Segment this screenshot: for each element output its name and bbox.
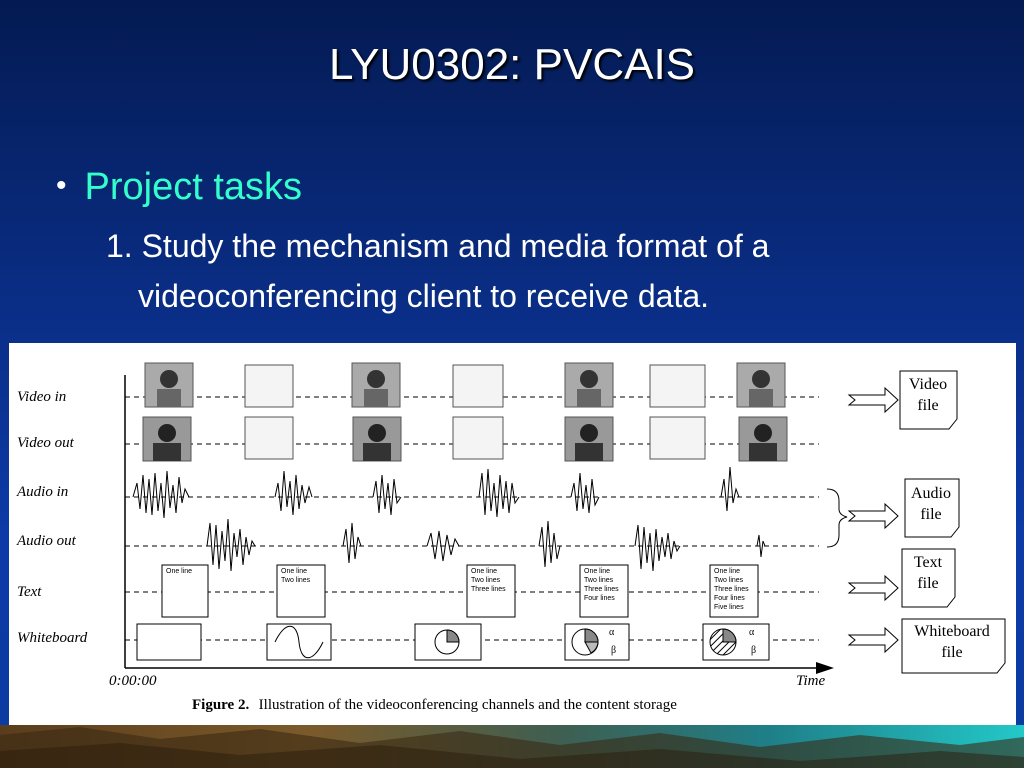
audio-brace <box>826 488 848 548</box>
figure-caption: Figure 2. Illustration of the videoconfe… <box>192 696 677 713</box>
alpha-label-1: α <box>609 627 615 638</box>
text-box-5-line-1: One line <box>714 568 740 575</box>
text-box-2-line-2: Two lines <box>281 577 311 584</box>
video-file-label-1: Video <box>909 376 947 393</box>
task-line-1: 1. Study the mechanism and media format … <box>106 228 770 264</box>
time-start-label: 0:00:00 <box>109 673 157 689</box>
time-end-label: Time <box>796 673 826 689</box>
text-file-icon <box>901 548 956 608</box>
text-box-1-line: One line <box>166 568 192 575</box>
row-label-video-in: Video in <box>17 389 66 405</box>
row-label-whiteboard: Whiteboard <box>17 630 88 646</box>
row-label-video-out: Video out <box>17 435 75 451</box>
row-label-audio-in: Audio in <box>16 484 68 500</box>
bullet-marker: • <box>56 169 67 202</box>
text-box-5-line-2: Two lines <box>714 577 744 584</box>
whiteboard-frames: α β α β <box>136 623 770 661</box>
whiteboard-arrow-icon <box>847 626 899 654</box>
video-file-icon <box>899 370 958 430</box>
task-line-2: videoconferencing client to receive data… <box>138 278 710 314</box>
whiteboard-file-label-1: Whiteboard <box>914 623 990 640</box>
beta-label-1: β <box>611 645 616 656</box>
channels-diagram: Video in Video out Audio in Audio out Te… <box>16 362 1006 713</box>
text-box-4-line-4: Four lines <box>584 595 615 602</box>
audio-in-waveforms <box>132 466 740 519</box>
whiteboard-file-label-2: file <box>941 644 962 661</box>
text-box-3-line-3: Three lines <box>471 586 506 593</box>
text-file-label-2: file <box>917 575 938 592</box>
text-box-4-line-3: Three lines <box>584 586 619 593</box>
beta-label-2: β <box>751 645 756 656</box>
video-arrow-icon <box>847 386 899 414</box>
text-boxes: One line One line Two lines One line Two… <box>161 564 759 618</box>
video-file-label-2: file <box>917 397 938 414</box>
row-label-audio-out: Audio out <box>16 533 77 549</box>
audio-arrow-icon <box>847 502 899 530</box>
text-box-5-line-4: Four lines <box>714 595 745 602</box>
bullet-item: • Project tasks <box>56 166 302 209</box>
sine-wave-icon <box>274 625 324 659</box>
text-file-label-1: Text <box>914 554 943 571</box>
text-box-3-line-1: One line <box>471 568 497 575</box>
audio-file-icon <box>904 478 960 538</box>
audio-file-label-1: Audio <box>911 485 951 502</box>
caption-label: Figure 2. <box>192 697 249 713</box>
slide-title: LYU0302: PVCAIS <box>328 40 696 89</box>
whiteboard-file-icon <box>901 618 1006 674</box>
alpha-label-2: α <box>749 627 755 638</box>
bottom-decoration <box>0 725 1024 768</box>
row-label-text: Text <box>17 584 42 600</box>
storage-arrows <box>847 386 899 654</box>
text-box-2-line-1: One line <box>281 568 307 575</box>
bullet-text: Project tasks <box>84 166 303 208</box>
text-box-4-line-2: Two lines <box>584 577 614 584</box>
landscape-decoration <box>0 727 1024 768</box>
channels-figure: Video in Video out Audio in Audio out Te… <box>9 343 1016 725</box>
video-out-frames <box>142 416 788 462</box>
text-box-3-line-2: Two lines <box>471 577 501 584</box>
caption-text: Illustration of the videoconferencing ch… <box>259 697 678 713</box>
audio-out-waveforms <box>206 518 766 572</box>
file-icons <box>899 370 1006 674</box>
text-arrow-icon <box>847 574 899 602</box>
text-box-5-line-3: Three lines <box>714 586 749 593</box>
audio-file-label-2: file <box>920 506 941 523</box>
video-in-frames <box>144 362 786 408</box>
text-box-4-line-1: One line <box>584 568 610 575</box>
text-box-5-line-5: Five lines <box>714 604 744 611</box>
